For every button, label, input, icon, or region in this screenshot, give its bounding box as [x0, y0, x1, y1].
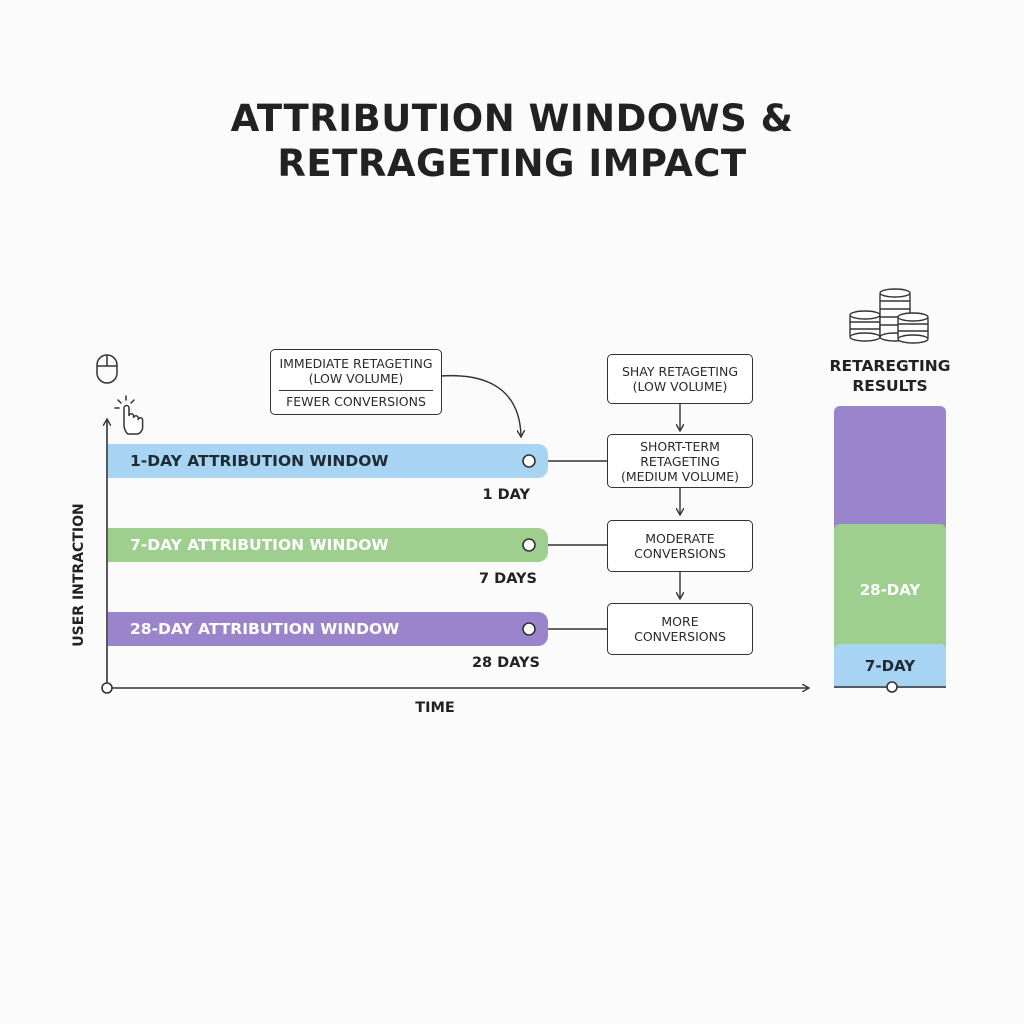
callout-line-2: (LOW VOLUME): [308, 370, 404, 386]
flow-4-line-2: CONVERSIONS: [634, 629, 726, 644]
flow-1-line-2: (LOW VOLUME): [632, 379, 728, 394]
window-bar-7day: 7-DAY ATTRIBUTION WINDOW: [108, 528, 548, 562]
flow-3-line-1: MODERATE: [645, 531, 715, 546]
window-label-28day: 28-DAY ATTRIBUTION WINDOW: [130, 620, 400, 638]
pointer-click-icon: [114, 395, 144, 435]
window-label-7day: 7-DAY ATTRIBUTION WINDOW: [130, 536, 389, 554]
flow-3-line-2: CONVERSIONS: [634, 546, 726, 561]
callout-line-1: IMMEDIATE RETAGETING: [279, 355, 433, 371]
coin-stack-icon: [849, 288, 929, 344]
results-segment-28day: [834, 524, 946, 648]
window-bar-1day: 1-DAY ATTRIBUTION WINDOW: [108, 444, 548, 478]
axis-origin: [101, 682, 113, 694]
y-axis-label: USER INTRACTION: [71, 503, 87, 647]
results-segment-7day: [834, 644, 946, 688]
flow-4-line-1: MORE: [661, 614, 699, 629]
duration-28day: 28 DAYS: [471, 655, 540, 671]
window-label-1day: 1-DAY ATTRIBUTION WINDOW: [130, 452, 389, 470]
results-label-28day: 28-DAY: [859, 581, 921, 599]
results-segment-top: [834, 406, 946, 530]
results-title-line-2: RESULTS: [852, 377, 928, 395]
callout-arrow: [439, 374, 521, 436]
callout-divider: [279, 389, 433, 391]
flow-box-short-term: SHORT-TERM RETAGETING (MEDIUM VOLUME): [607, 434, 753, 488]
duration-1day: 1 DAY: [482, 487, 530, 503]
callout-line-3: FEWER CONVERSIONS: [286, 393, 426, 409]
title-line-2: RETRAGETING IMPACT: [277, 142, 747, 185]
flow-2-line-2: RETAGETING: [640, 453, 720, 469]
x-axis-label: TIME: [415, 700, 455, 716]
mouse-icon: [96, 354, 118, 384]
results-title-line-1: RETAREGTING: [829, 357, 951, 375]
diagram-title: ATTRIBUTION WINDOWS & RETRAGETING IMPACT: [0, 96, 1024, 186]
duration-7day: 7 DAYS: [479, 571, 537, 587]
results-label-7day: 7-DAY: [864, 657, 916, 675]
window-bar-28day: 28-DAY ATTRIBUTION WINDOW: [108, 612, 548, 646]
flow-box-more-conversions: MORE CONVERSIONS: [607, 603, 753, 655]
flow-2-line-3: (MEDIUM VOLUME): [621, 468, 739, 484]
flow-2-line-1: SHORT-TERM: [640, 438, 720, 454]
callout-box: IMMEDIATE RETAGETING (LOW VOLUME) FEWER …: [270, 349, 442, 415]
flow-box-shay-retageting: SHAY RETAGETING (LOW VOLUME): [607, 354, 753, 404]
results-marker: [886, 681, 898, 693]
title-line-1: ATTRIBUTION WINDOWS &: [230, 97, 794, 140]
results-title: RETAREGTING RESULTS: [815, 356, 965, 396]
flow-box-moderate-conversions: MODERATE CONVERSIONS: [607, 520, 753, 572]
flow-1-line-1: SHAY RETAGETING: [621, 364, 739, 379]
